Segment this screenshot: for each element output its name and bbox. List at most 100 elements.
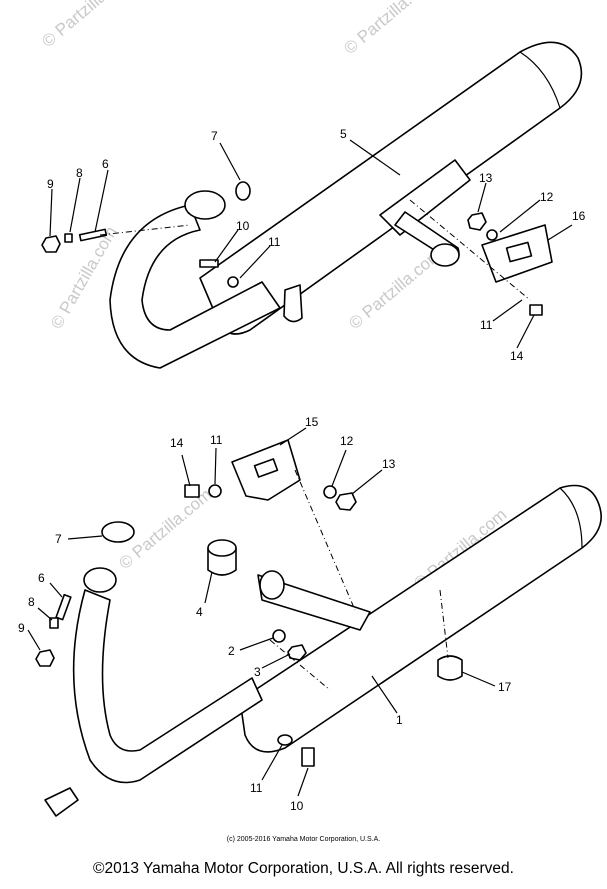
leader-line — [477, 182, 487, 213]
leader-line — [261, 653, 291, 669]
header-pipe-lower — [72, 589, 263, 784]
callout-11: 11 — [480, 318, 493, 332]
leader-line — [349, 139, 401, 176]
flange-lower — [83, 567, 117, 593]
heat-shield-piece — [44, 787, 79, 817]
callout-2: 2 — [228, 644, 235, 658]
leader-line — [261, 744, 283, 781]
callout-5: 5 — [340, 127, 347, 141]
leader-line — [49, 188, 53, 237]
callout-13: 13 — [382, 457, 396, 471]
centerline — [439, 589, 449, 659]
leader-line — [204, 571, 213, 604]
callout-11: 11 — [250, 781, 263, 795]
watermark: © Partzilla.com — [38, 0, 138, 51]
plate-slot-upper — [505, 241, 533, 263]
grommet-top-lower — [207, 539, 237, 557]
leader-line — [547, 224, 573, 241]
callout-10: 10 — [236, 219, 250, 233]
muffler-upper-seam — [519, 51, 561, 109]
washer-upper-11 — [227, 276, 239, 288]
washer-upper — [64, 233, 73, 243]
washer-lower-11b — [277, 734, 293, 746]
lower-exhaust-assembly: 14 11 15 12 13 7 6 8 9 4 2 3 17 1 11 10 — [18, 415, 602, 817]
bolt-lower-3 — [287, 644, 307, 661]
nut-lower — [35, 649, 55, 667]
inner-pipe-ring-lower — [259, 570, 285, 600]
callout-8: 8 — [28, 595, 35, 609]
centerline — [294, 469, 356, 611]
bolt-upper-14 — [529, 304, 543, 316]
tailpipe-end-upper — [430, 243, 460, 267]
callout-16: 16 — [572, 209, 586, 223]
callout-12: 12 — [540, 190, 554, 204]
callout-6: 6 — [102, 157, 109, 171]
upper-exhaust-assembly: 7 6 8 9 5 10 11 13 12 16 11 14 — [41, 41, 586, 369]
washer-lower — [49, 617, 59, 629]
leader-line — [49, 582, 63, 598]
callout-7: 7 — [211, 129, 218, 143]
leader-line — [214, 447, 217, 485]
nut-upper — [41, 235, 61, 253]
callout-17: 17 — [498, 680, 512, 694]
bracket-slot-lower — [253, 458, 279, 478]
watermark: © Partzilla.com — [345, 245, 445, 333]
copyright-notice: ©2013 Yamaha Motor Corporation, U.S.A. A… — [93, 860, 514, 877]
callout-6: 6 — [38, 571, 45, 585]
centerline — [269, 639, 331, 691]
washer-lower-11 — [208, 484, 222, 498]
centerline — [99, 224, 191, 236]
bolt-lower-14 — [184, 484, 200, 498]
washer-lower-12 — [323, 485, 337, 499]
leader-line — [37, 607, 53, 621]
callout-14: 14 — [170, 436, 184, 450]
nut-lower-2 — [272, 629, 286, 643]
bolt-lower-10 — [301, 747, 315, 767]
leader-line — [69, 177, 81, 233]
nut-lower-13 — [335, 492, 357, 511]
callout-13: 13 — [479, 171, 493, 185]
leader-line — [297, 767, 309, 797]
leader-line — [67, 535, 103, 540]
centerline — [409, 199, 531, 301]
leader-line — [279, 427, 307, 446]
callout-11: 11 — [210, 433, 223, 447]
leader-line — [331, 449, 347, 487]
bolt-upper — [199, 259, 219, 268]
watermark: © Partzilla.com — [340, 0, 440, 58]
callout-1: 1 — [396, 713, 403, 727]
leader-line — [351, 469, 383, 495]
callout-11: 11 — [268, 235, 281, 249]
leader-line — [27, 629, 41, 651]
leader-line — [239, 637, 274, 651]
leader-line — [219, 142, 241, 181]
header-pipe-upper — [109, 204, 281, 369]
callout-8: 8 — [76, 166, 83, 180]
leader-line — [94, 169, 109, 233]
gasket-lower — [101, 521, 135, 543]
callout-12: 12 — [340, 434, 354, 448]
callout-15: 15 — [305, 415, 319, 429]
callout-7: 7 — [55, 532, 62, 546]
leader-line — [499, 199, 541, 233]
leader-line — [461, 671, 496, 687]
stud-upper — [78, 228, 108, 242]
muffler-upper — [199, 41, 583, 335]
callout-9: 9 — [47, 177, 54, 191]
small-credit-line: (c) 2005-2016 Yamaha Motor Corporation, … — [226, 836, 381, 843]
leader-line — [492, 299, 523, 322]
leader-line — [371, 675, 398, 714]
callout-9: 9 — [18, 621, 25, 635]
hanger-upper — [283, 284, 303, 323]
leader-line — [516, 314, 535, 349]
muffler-lower-seam — [559, 487, 583, 549]
muffler-lower — [239, 484, 602, 753]
nut-upper-13 — [467, 212, 487, 231]
callout-10: 10 — [290, 799, 304, 813]
gasket-upper — [235, 181, 251, 201]
leader-line — [181, 454, 191, 487]
damper-lower — [437, 655, 463, 681]
callout-3: 3 — [254, 665, 261, 679]
washer-upper-12 — [486, 229, 498, 241]
